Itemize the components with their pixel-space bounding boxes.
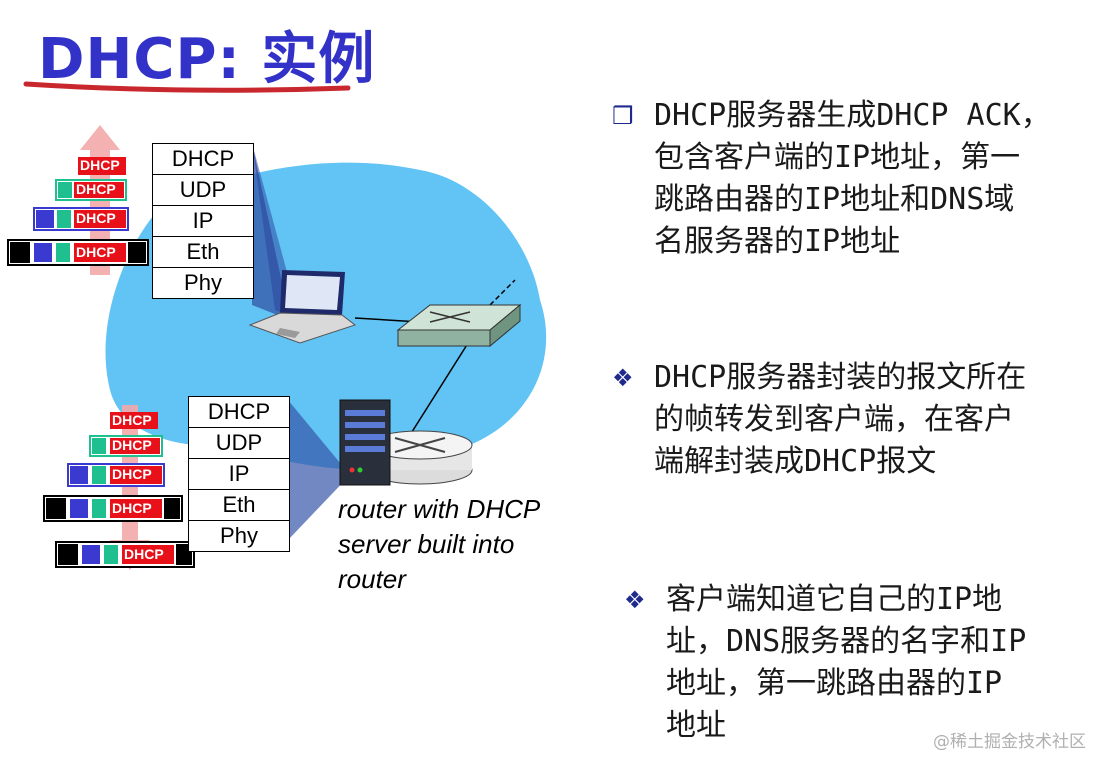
stack-layer-eth: Eth — [153, 237, 253, 268]
protocol-stack-server: DHCP UDP IP Eth Phy — [188, 396, 290, 552]
bullet-line: 址，DNS服务器的名字和IP — [666, 624, 1027, 659]
arrow-down — [110, 405, 150, 570]
bullet-line: 的帧转发到客户端，在客户 — [654, 402, 1014, 437]
diamond-bullet-icon: ❖ — [624, 586, 646, 614]
router-caption: router with DHCP server built into route… — [338, 492, 588, 597]
router-caption-line: server built into — [338, 529, 515, 559]
packet-stack-top — [7, 157, 149, 266]
stack-layer-udp: UDP — [153, 175, 253, 206]
laptop-icon — [248, 270, 357, 344]
router-server-icon — [339, 399, 473, 486]
stack-layer-ip: IP — [153, 206, 253, 237]
packet-label: DHCP — [112, 466, 152, 482]
bullet-line: 包含客户端的IP地址，第一 — [654, 140, 1021, 175]
watermark: @稀土掘金技术社区 — [933, 732, 1086, 752]
packet-label: DHCP — [112, 500, 152, 516]
stack-layer-dhcp: DHCP — [189, 397, 289, 428]
slide-title: DHCP: 实例 — [38, 27, 376, 92]
bullet-line: 客户端知道它自己的IP地 — [666, 582, 1003, 617]
stack-layer-udp: UDP — [189, 428, 289, 459]
packet-label: DHCP — [112, 437, 152, 453]
packet-label: DHCP — [76, 210, 116, 226]
protocol-stack-client: DHCP UDP IP Eth Phy — [152, 143, 254, 299]
stack-layer-eth: Eth — [189, 490, 289, 521]
packet-label: DHCP — [124, 546, 164, 562]
router-caption-line: router with DHCP — [338, 494, 541, 524]
bullet-dhcp-ack: ❒ DHCP服务器生成DHCP ACK， 包含客户端的IP地址，第一 跳路由器的… — [612, 95, 1084, 263]
square-bullet-icon: ❒ — [612, 102, 634, 130]
bullet-client-knows: ❖ 客户端知道它自己的IP地 址，DNS服务器的名字和IP 地址，第一跳路由器的… — [624, 579, 1086, 747]
packet-label: DHCP — [80, 157, 120, 173]
bullet-line: 端解封装成DHCP报文 — [654, 444, 937, 479]
router-caption-line: router — [338, 564, 406, 594]
beam-bottom — [288, 400, 350, 540]
bullet-line: 名服务器的IP地址 — [654, 224, 901, 259]
bullet-line: DHCP服务器生成DHCP ACK， — [654, 98, 1051, 133]
packet-stack-bottom — [43, 412, 195, 568]
bullet-line: 地址 — [666, 708, 726, 743]
packet-label: DHCP — [112, 412, 152, 428]
bullet-line: 跳路由器的IP地址和DNS域 — [654, 182, 1015, 217]
bullet-line: DHCP服务器封装的报文所在 — [654, 360, 1027, 395]
title-underline — [23, 81, 351, 93]
bullet-line: 地址，第一跳路由器的IP — [666, 666, 1003, 701]
network-diagram — [7, 125, 547, 570]
stack-layer-dhcp: DHCP — [153, 144, 253, 175]
stack-layer-phy: Phy — [220, 523, 258, 548]
bullet-frame-forward: ❖ DHCP服务器封装的报文所在 的帧转发到客户端，在客户 端解封装成DHCP报… — [612, 357, 1084, 483]
switch-icon — [396, 303, 522, 348]
stack-layer-phy: Phy — [184, 270, 222, 295]
packet-label: DHCP — [76, 244, 116, 260]
packet-label: DHCP — [76, 181, 116, 197]
diamond-bullet-icon: ❖ — [612, 364, 634, 392]
stack-layer-ip: IP — [189, 459, 289, 490]
